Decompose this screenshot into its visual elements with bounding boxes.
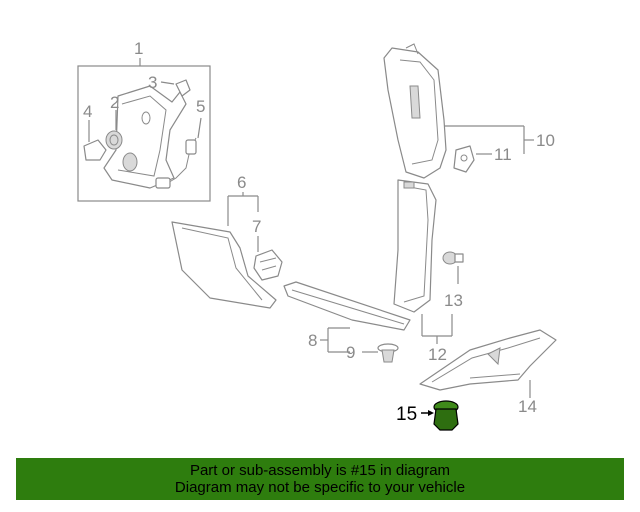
callout-15: 15 [396,404,417,425]
part-15-clip-highlighted[interactable] [433,400,459,431]
banner-line-1: Part or sub-assembly is #15 in diagram [189,462,451,479]
part-4-cover [83,139,107,161]
callout-2: 2 [110,93,119,112]
callout-8: 8 [308,331,317,350]
callout-6: 6 [237,173,246,192]
part-9-push-clip [377,343,399,363]
leader-3 [160,81,175,85]
callout-13: 13 [444,291,463,310]
part-10-upper-pillar-trim [383,43,447,179]
part-6-kick-panel [171,221,277,309]
banner-line-2: Diagram may not be specific to your vehi… [174,479,466,496]
part-7-bracket [253,249,283,281]
part-8-sill-plate [283,281,411,331]
part-11-bracket [453,145,475,173]
part-14-lower-trim [419,329,557,391]
callout-1: 1 [134,39,143,58]
leader-5 [197,117,202,139]
part-5-harness [155,137,197,189]
part-3-clip [175,79,191,97]
callout-9: 9 [346,343,355,362]
callout-11: 11 [494,145,512,164]
callout-3: 3 [148,73,157,92]
callout-7: 7 [252,217,261,236]
part-12-lower-pillar-trim [393,179,437,313]
part-13-fastener [442,251,464,265]
callout-5: 5 [196,97,205,116]
callout-4: 4 [83,102,92,121]
inset-box [77,65,211,202]
callout-14: 14 [518,397,537,416]
info-banner: Part or sub-assembly is #15 in diagram D… [16,458,624,500]
part-2-grommet [105,130,123,150]
arrow-icon [428,410,434,416]
callout-12: 12 [428,345,447,364]
part-1-pillar-trim [103,85,187,189]
callout-10: 10 [536,131,555,150]
